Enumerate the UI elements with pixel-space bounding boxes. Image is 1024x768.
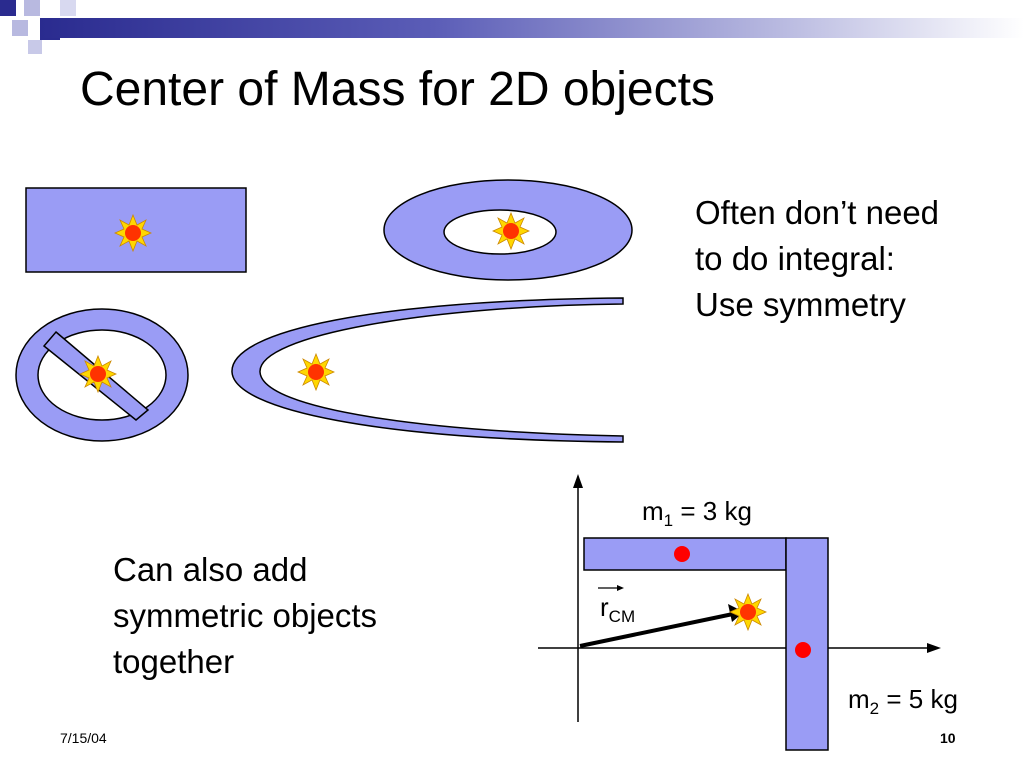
- m2-label: m2 = 5 kg: [848, 684, 958, 719]
- m1-dot: [674, 546, 690, 562]
- footer-date: 7/15/04: [60, 730, 107, 746]
- add-objects-line-1: Can also add: [113, 551, 308, 588]
- rcm-vector: [579, 612, 734, 648]
- cm-star-combined: [729, 593, 767, 631]
- rcm-symbol: r: [600, 592, 609, 622]
- cm-star-rectangle: [114, 214, 152, 252]
- y-axis-arrow: [573, 474, 583, 488]
- m1-symbol: m: [642, 496, 664, 526]
- cm-star-no-sign: [79, 355, 117, 393]
- slide-title: Center of Mass for 2D objects: [80, 63, 715, 116]
- add-objects-line-3: together: [113, 643, 235, 680]
- m2-symbol: m: [848, 684, 870, 714]
- header-bar: [40, 18, 1024, 38]
- add-objects-text: Can also add symmetric objects together: [113, 547, 377, 685]
- page-number: 10: [940, 730, 956, 746]
- m1-value: = 3 kg: [680, 496, 752, 526]
- parabolic-shell: [231, 297, 624, 443]
- symmetry-text: Often don’t need to do integral: Use sym…: [695, 190, 939, 328]
- cm-star-ring: [492, 212, 530, 250]
- symmetry-line-2: to do integral:: [695, 240, 895, 277]
- rcm-subscript: CM: [608, 607, 636, 626]
- m2-value: = 5 kg: [886, 684, 958, 714]
- x-axis-arrow: [927, 643, 941, 653]
- m2-subscript: 2: [869, 699, 880, 718]
- symmetry-line-1: Often don’t need: [695, 194, 940, 231]
- m2-dot: [795, 642, 811, 658]
- symmetry-line-3: Use symmetry: [695, 286, 906, 323]
- rcm-overarrow-head: [617, 585, 624, 591]
- cm-star-shell: [297, 353, 335, 391]
- m1-label: m1 = 3 kg: [642, 496, 752, 531]
- add-objects-line-2: symmetric objects: [113, 597, 378, 634]
- rcm-label: rCM: [600, 592, 635, 627]
- m1-subscript: 1: [663, 511, 674, 530]
